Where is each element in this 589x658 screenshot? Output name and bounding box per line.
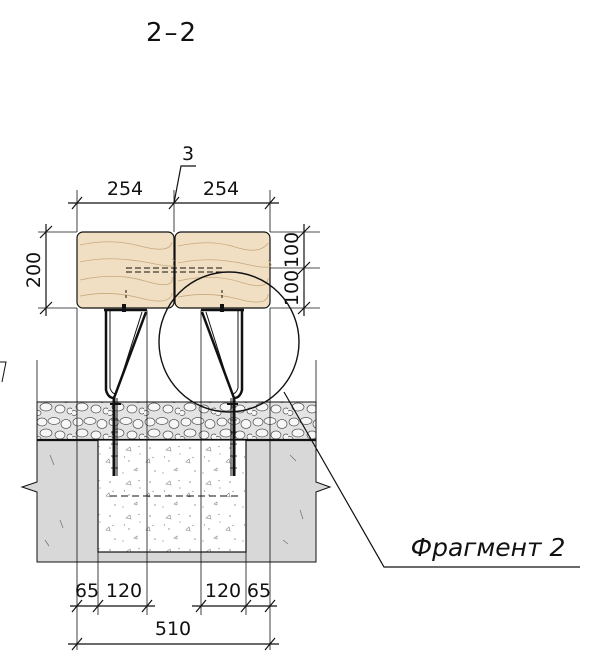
dim-edge-left: 65 — [75, 580, 99, 602]
steel-bracket-left — [104, 304, 148, 476]
dim-gap: 3 — [182, 143, 194, 165]
steel-bracket-right — [200, 304, 244, 476]
dim-height-upper-right: 100 — [281, 232, 303, 268]
dim-footing-right: 120 — [205, 580, 241, 602]
timber-board-right — [174, 231, 272, 309]
dim-total-width: 510 — [155, 618, 191, 640]
extension-lines — [36, 190, 320, 650]
total-dimension — [68, 637, 279, 651]
timber-board-left — [76, 231, 178, 309]
section-title: 2–2 — [146, 18, 198, 48]
detail-circle — [158, 271, 300, 413]
dim-footing-left: 120 — [106, 580, 142, 602]
dim-top-left: 254 — [107, 178, 143, 200]
top-dimension — [68, 165, 279, 210]
dim-height-lower-right: 100 — [281, 270, 303, 306]
dim-edge-right: 65 — [247, 580, 271, 602]
callout-label: Фрагмент 2 — [411, 533, 566, 562]
gravel-layer — [36, 401, 317, 441]
footing — [97, 439, 247, 553]
bottom-dimension-chain — [70, 599, 277, 613]
edge-mark — [0, 361, 7, 383]
left-height-dimension — [39, 224, 53, 316]
right-height-dimension — [297, 224, 311, 316]
callout-leader — [283, 391, 580, 568]
dim-height-left: 200 — [23, 252, 45, 288]
dim-top-right: 254 — [203, 178, 239, 200]
